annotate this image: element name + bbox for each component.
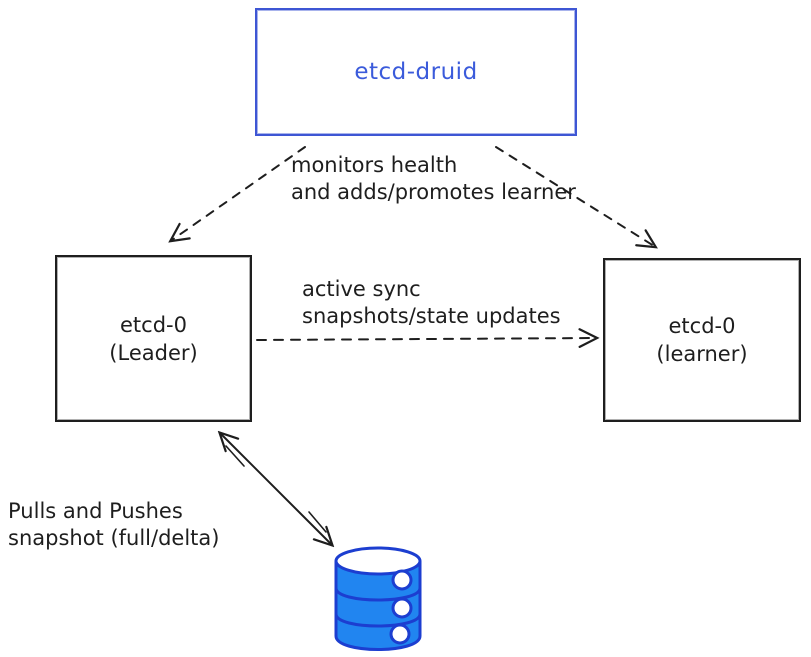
database-icon [334, 546, 422, 651]
node-etcd-learner-role: (learner) [656, 342, 748, 366]
snapshot-transfer-label-line2: snapshot (full/delta) [8, 526, 220, 550]
node-etcd-leader: etcd-0 (Leader) [55, 255, 252, 422]
snapshot-transfer-label-line1: Pulls and Pushes [8, 499, 183, 523]
snapshot-sync-arrow [221, 434, 331, 544]
node-etcd-learner: etcd-0 (learner) [603, 258, 801, 422]
active-sync-label: active sync snapshots/state updates [302, 276, 561, 330]
active-sync-arrow [256, 338, 595, 340]
monitor-health-label: monitors health and adds/promotes learne… [291, 152, 576, 206]
active-sync-label-line2: snapshots/state updates [302, 304, 561, 328]
node-etcd-druid: etcd-druid [255, 8, 577, 136]
node-etcd-learner-name: etcd-0 [668, 314, 736, 338]
node-etcd-druid-label: etcd-druid [354, 59, 478, 85]
node-etcd-leader-role: (Leader) [109, 340, 198, 365]
monitor-health-label-line1: monitors health [291, 153, 458, 177]
monitor-arrow-to-leader [172, 146, 306, 240]
monitor-health-label-line2: and adds/promotes learner [291, 180, 576, 204]
snapshot-transfer-label: Pulls and Pushes snapshot (full/delta) [8, 498, 219, 552]
node-etcd-leader-name: etcd-0 [120, 312, 187, 337]
active-sync-label-line1: active sync [302, 277, 421, 301]
